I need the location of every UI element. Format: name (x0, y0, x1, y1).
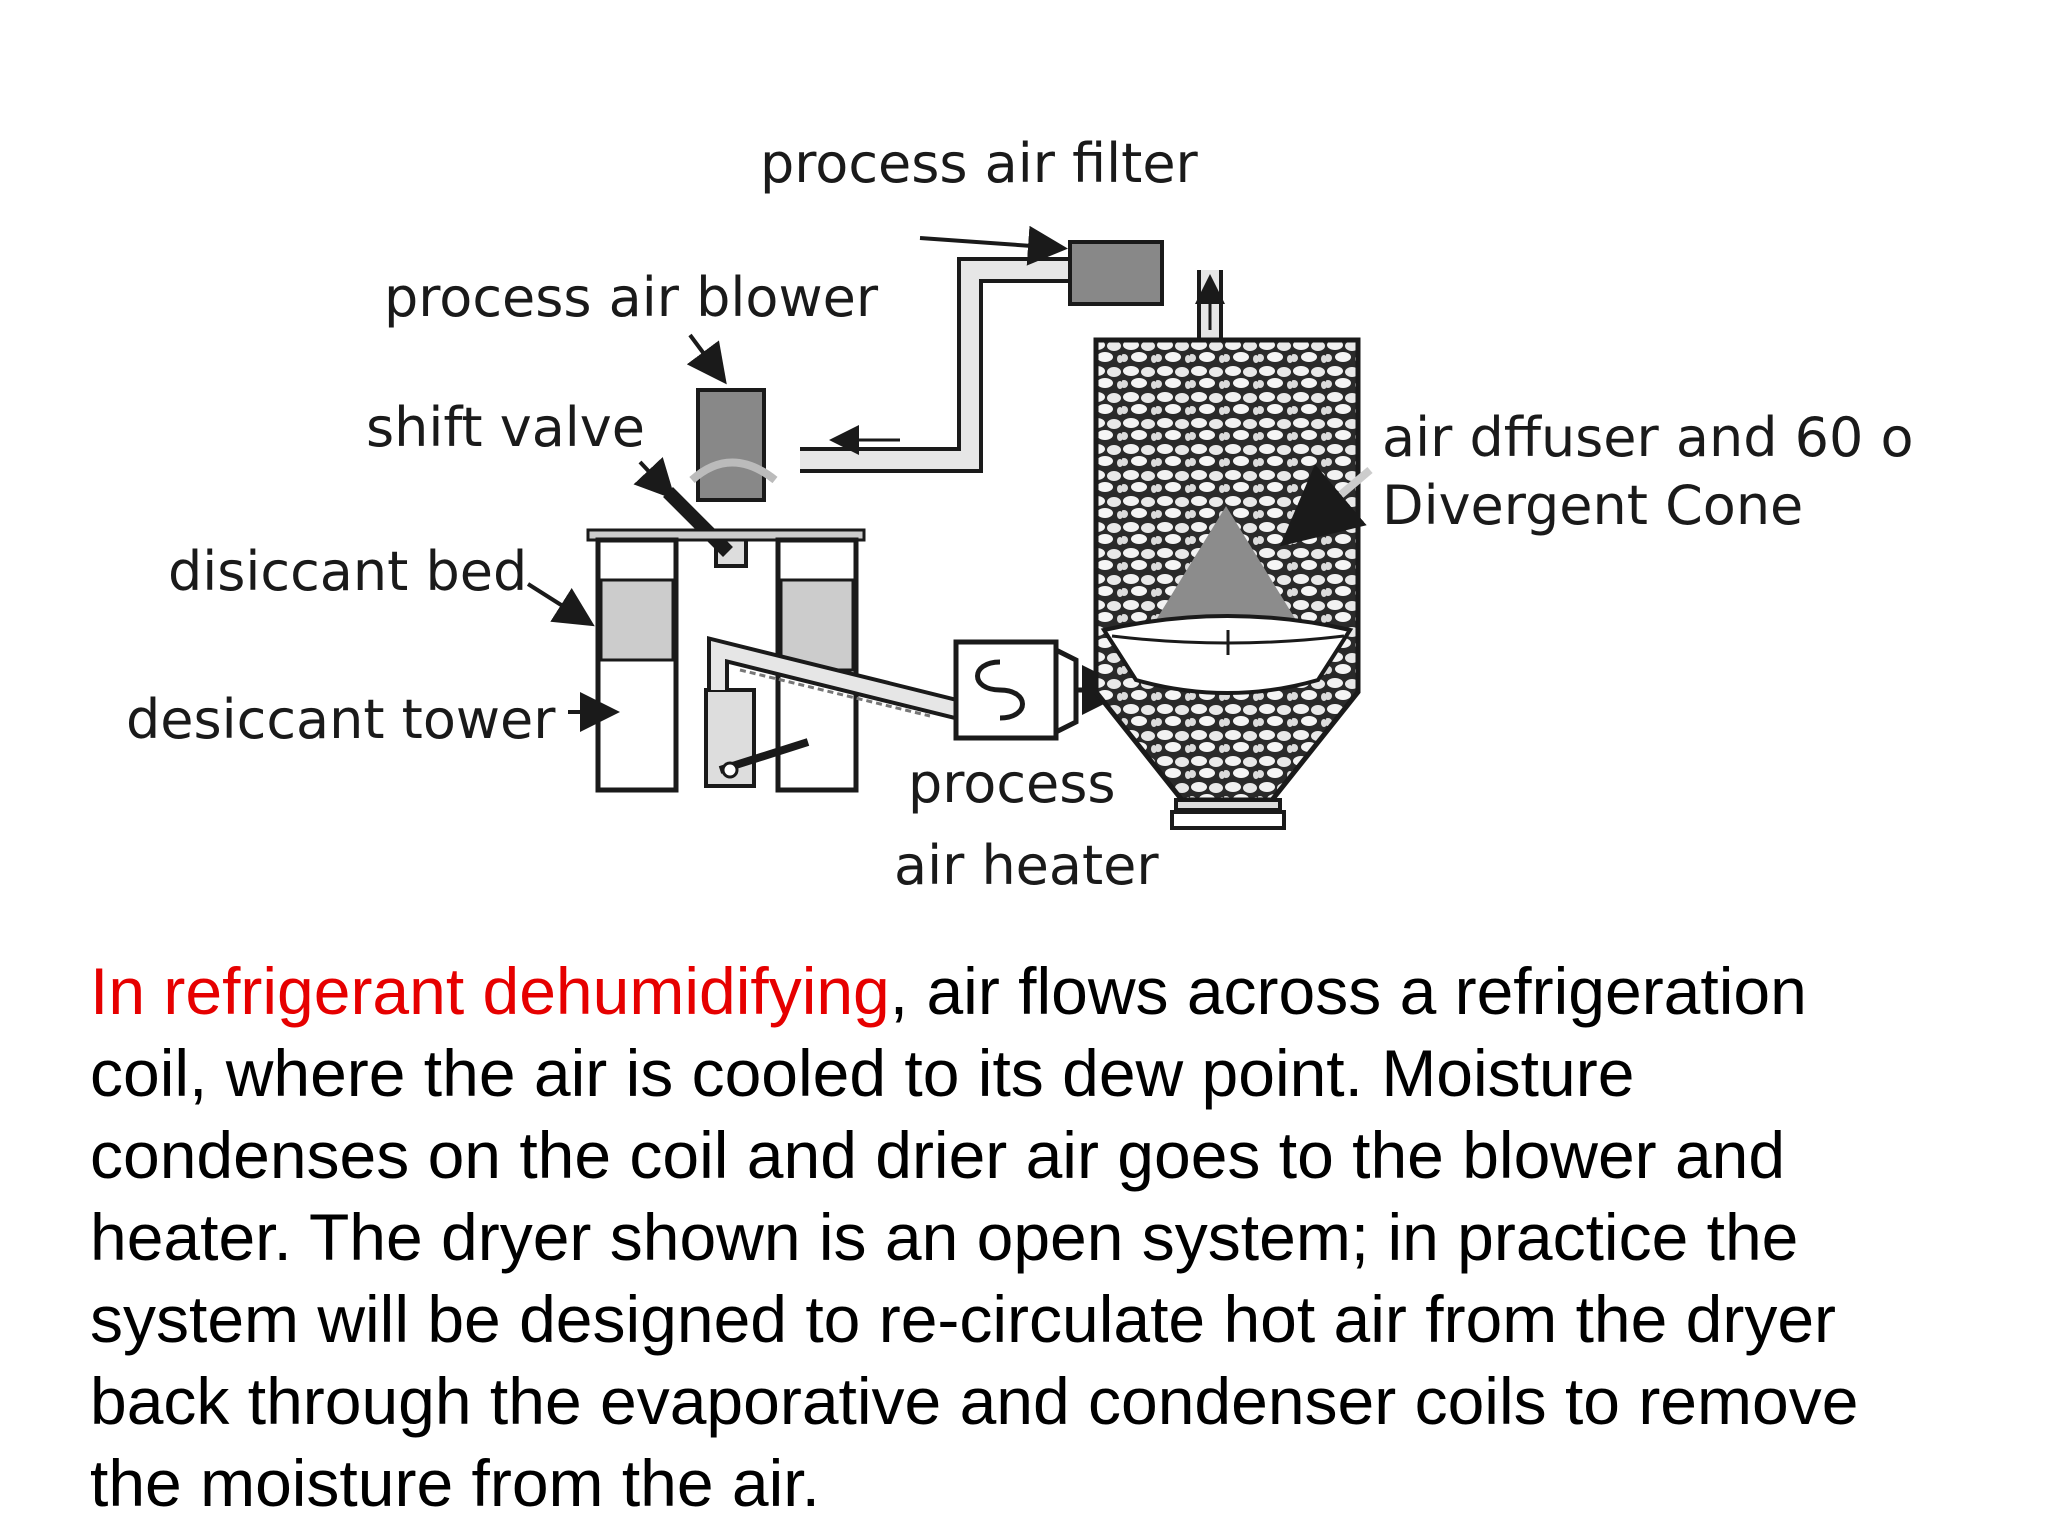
description-paragraph: In refrigerant dehumidifying, air flows … (90, 950, 1990, 1524)
desiccant-tower-left (595, 537, 679, 793)
air-duct (800, 257, 1225, 473)
label-disiccant-bed: disiccant bed (168, 540, 527, 603)
paragraph-line-2: coil, where the air is cooled to its dew… (90, 1036, 1635, 1110)
disiccant-bed-left (599, 578, 675, 662)
desiccant-towers (586, 528, 963, 793)
process-air-filter (1068, 240, 1164, 306)
paragraph-line-5: system will be designed to re-circulate … (90, 1282, 1837, 1356)
label-process-air-filter: process air filter (760, 132, 1199, 195)
label-shift-valve: shift valve (366, 396, 645, 459)
desiccant-dryer-diagram: process air filter process air blower sh… (126, 132, 1914, 897)
paragraph-line-3: condenses on the coil and drier air goes… (90, 1118, 1786, 1192)
highlighted-term: In refrigerant dehumidifying (90, 954, 890, 1028)
label-process: process (908, 752, 1116, 815)
process-air-heater (953, 639, 1132, 741)
filter-inlet-arrow (919, 225, 1068, 266)
paragraph-line-6: back through the evaporative and condens… (90, 1364, 1859, 1438)
paragraph-line-1: In refrigerant dehumidifying, air flows … (90, 950, 1990, 1032)
label-process-air-blower: process air blower (384, 266, 879, 329)
drying-hopper (1093, 337, 1361, 830)
paragraph-line-7: the moisture from the air. (90, 1446, 820, 1520)
label-air-diffuser-line1: air dffuser and 60 o (1382, 406, 1914, 469)
label-air-diffuser-line2: Divergent Cone (1382, 474, 1803, 537)
process-air-blower (696, 388, 766, 502)
paragraph-line-4: heater. The dryer shown is an open syste… (90, 1200, 1799, 1274)
disiccant-bed-right (779, 578, 855, 672)
paragraph-line-1-rest: , air flows across a refrigeration (889, 954, 1807, 1028)
label-desiccant-tower: desiccant tower (126, 688, 556, 751)
label-air-heater: air heater (894, 834, 1159, 897)
